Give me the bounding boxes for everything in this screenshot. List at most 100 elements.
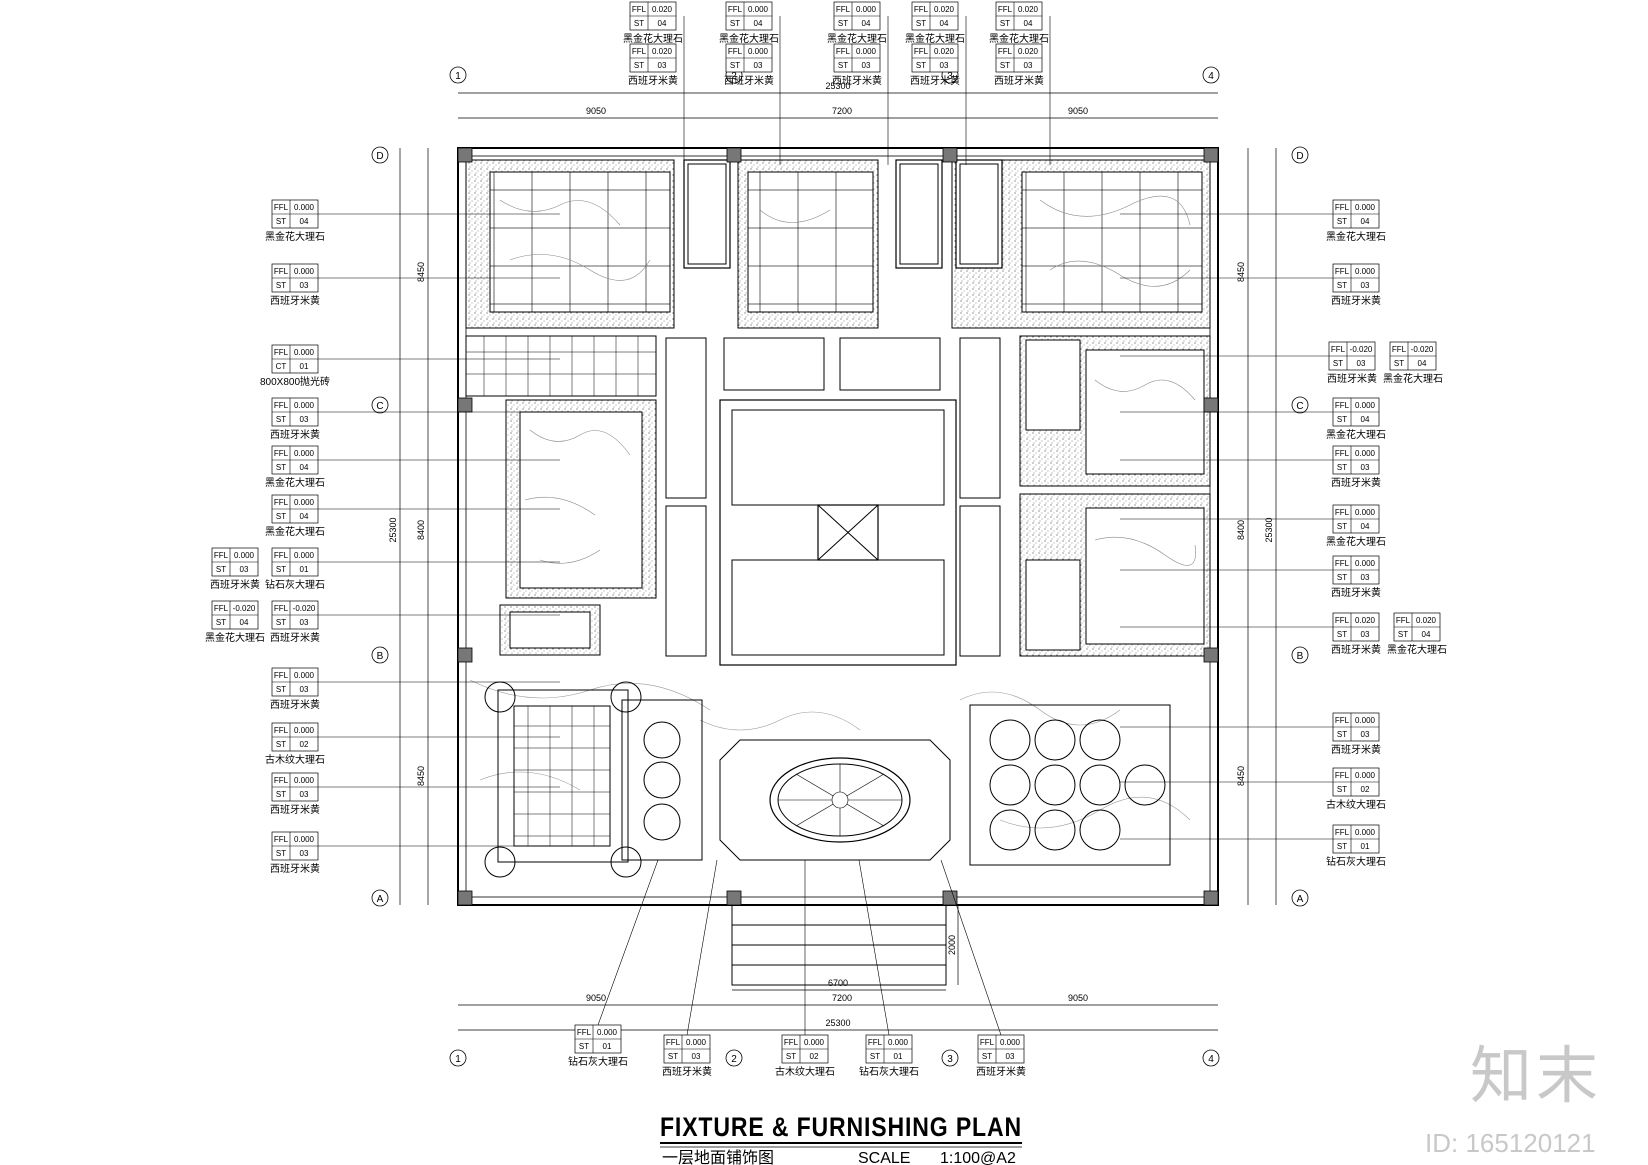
tag-ffl-value: 0.020 <box>1018 5 1039 14</box>
tag-ffl-value: 0.020 <box>652 5 673 14</box>
scale-label: SCALE <box>858 1150 910 1165</box>
tag-material-number: 03 <box>240 565 249 574</box>
tag-material-name: 西班牙米黄 <box>270 294 320 307</box>
tag-ffl-code: FFL <box>1335 616 1350 625</box>
tag-material-code: ST <box>1337 415 1347 424</box>
tag-material-code: ST <box>1337 217 1347 226</box>
tag-material-code: ST <box>1000 19 1010 28</box>
tag-material-number: 03 <box>300 618 309 627</box>
top-zone <box>465 159 1211 329</box>
tag-ffl-code: FFL <box>666 1038 681 1047</box>
tag-ffl-code: FFL <box>1331 345 1346 354</box>
tag-material-name: 黑金花大理石 <box>827 32 887 45</box>
tag-material-name: 西班牙米黄 <box>1331 743 1381 756</box>
dim-entrance-width: 6700 <box>828 978 848 988</box>
grid-label-col-2: 2 <box>731 1054 737 1065</box>
tag-ffl-value: 0.000 <box>294 671 315 680</box>
tag-ffl-value: 0.000 <box>1355 508 1376 517</box>
tag-material-number: 03 <box>1361 281 1370 290</box>
tag-ffl-value: 0.000 <box>1355 828 1376 837</box>
tag-material-code: ST <box>216 618 226 627</box>
tag-material-name: 古木纹大理石 <box>1326 798 1386 811</box>
tag-ffl-code: FFL <box>274 551 289 560</box>
tag-material-name: 黑金花大理石 <box>623 32 683 45</box>
dim-top-segment: 9050 <box>1068 106 1088 116</box>
grid-bubble-row-C <box>371 396 389 414</box>
grid-bubble-row-A <box>371 889 389 907</box>
grid-label-row-C: C <box>1296 401 1303 412</box>
tag-material-code: ST <box>276 217 286 226</box>
tag-ffl-value: 0.000 <box>294 401 315 410</box>
tag-material-code: ST <box>730 19 740 28</box>
grid-bubble-col-4 <box>1202 66 1220 84</box>
tag-material-code: ST <box>1337 522 1347 531</box>
tag-material-number: 01 <box>603 1042 612 1051</box>
tag-material-name: 钻石灰大理石 <box>1326 855 1386 868</box>
dim-bottom-segment: 9050 <box>586 993 606 1003</box>
tag-material-code: ST <box>1337 730 1347 739</box>
tag-material-name: 黑金花大理石 <box>905 32 965 45</box>
tag-material-number: 03 <box>1361 573 1370 582</box>
tag-material-name: 西班牙米黄 <box>270 428 320 441</box>
tag-material-code: ST <box>276 618 286 627</box>
tag-material-name: 西班牙米黄 <box>832 74 882 87</box>
tag-material-number: 01 <box>300 362 309 371</box>
tag-material-code: ST <box>916 19 926 28</box>
tag-material-name: 西班牙米黄 <box>910 74 960 87</box>
tag-material-name: 西班牙米黄 <box>1331 294 1381 307</box>
tag-material-name: 800X800抛光砖 <box>260 375 330 388</box>
tag-leader-line <box>686 859 718 1036</box>
tag-material-number: 04 <box>1024 19 1033 28</box>
tag-material-code: ST <box>634 61 644 70</box>
dim-top-segment: 7200 <box>832 106 852 116</box>
tag-ffl-value: 0.020 <box>1416 616 1437 625</box>
dim-bottom-total: 25300 <box>825 1018 850 1028</box>
tag-material-number: 04 <box>658 19 667 28</box>
tag-material-name: 黑金花大理石 <box>265 230 325 243</box>
tag-material-name: 西班牙米黄 <box>994 74 1044 87</box>
grid-label-row-B: B <box>377 651 384 662</box>
grid-label-row-D: D <box>376 151 383 162</box>
tag-ffl-code: FFL <box>577 1028 592 1037</box>
tag-material-number: 04 <box>240 618 249 627</box>
tag-ffl-code: FFL <box>1335 559 1350 568</box>
grid-label-row-B: B <box>1297 651 1304 662</box>
tag-material-code: ST <box>1337 573 1347 582</box>
tag-ffl-code: FFL <box>914 47 929 56</box>
tag-material-number: 04 <box>1361 415 1370 424</box>
tag-material-name: 黑金花大理石 <box>1383 372 1443 385</box>
tag-material-name: 西班牙米黄 <box>270 698 320 711</box>
grid-label-col-2: 2 <box>731 71 737 82</box>
tag-ffl-code: FFL <box>1335 716 1350 725</box>
grid-bubble-row-B <box>1291 646 1309 664</box>
grid-label-row-C: C <box>376 401 383 412</box>
tag-ffl-value: -0.020 <box>1411 345 1434 354</box>
tag-ffl-value: 0.000 <box>294 203 315 212</box>
grid-bubble-row-C <box>1291 396 1309 414</box>
tag-material-name: 古木纹大理石 <box>265 753 325 766</box>
tag-material-name: 黑金花大理石 <box>719 32 779 45</box>
tag-material-name: 古木纹大理石 <box>775 1065 835 1078</box>
tag-ffl-code: FFL <box>836 47 851 56</box>
grid-bubble-col-2 <box>725 1049 743 1067</box>
grid-bubble-col-1 <box>449 66 467 84</box>
grid-bubble-row-D <box>1291 146 1309 164</box>
tag-material-code: ST <box>668 1052 678 1061</box>
tag-material-name: 黑金花大理石 <box>1387 643 1447 656</box>
tag-material-name: 西班牙米黄 <box>1331 476 1381 489</box>
tag-material-name: 钻石灰大理石 <box>859 1065 919 1078</box>
